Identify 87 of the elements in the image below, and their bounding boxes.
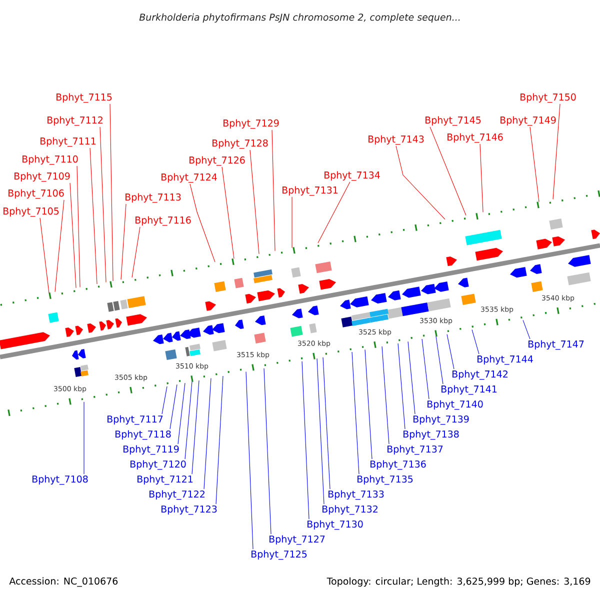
leader-line [480,144,484,212]
leader-line [250,150,260,254]
gene-label: Bphyt_7116 [136,216,191,226]
leader-line [302,361,310,520]
leader-line [90,148,98,284]
leader-line [522,320,530,340]
gene-label: Bphyt_7124 [162,173,217,183]
gene-label: Bphyt_7108 [32,475,88,485]
leader-line [54,200,64,292]
leader-line [316,358,324,504]
gene-label: Bphyt_7143 [368,135,424,145]
leader-line [192,380,200,474]
gene-label: Bphyt_7131 [282,186,338,196]
gene-label: Bphyt_7138 [404,430,459,440]
leader-line [318,182,350,244]
leader-line [190,184,216,262]
title: Burkholderia phytofirmans PsJN chromosome 2, complete sequen... [139,13,460,23]
leader-line [76,166,80,288]
accession-text: Accession: NC_010676 [9,577,118,587]
gene-label: Bphyt_7125 [252,550,307,560]
gene-label: Bphyt_7147 [528,340,584,350]
gene-label: Bphyt_7123 [162,505,217,515]
gene-label: Bphyt_7119 [124,445,179,455]
gene-label: Bphyt_7137 [388,445,443,455]
gene-label: Bphyt_7135 [358,475,413,485]
leader-line [204,378,212,490]
leader-line [446,334,454,370]
gene-label: Bphyt_7132 [322,505,378,515]
leader-line [398,343,406,430]
gene-label: Bphyt_7140 [428,400,483,410]
gene-label: Bphyt_7134 [324,171,380,181]
leader-line [472,329,480,354]
gene-label: Bphyt_7133 [328,490,384,500]
leader-line [170,384,178,430]
gene-label: Bphyt_7136 [370,460,426,470]
leader-line [530,126,540,202]
leader-line [162,386,168,414]
gene-label: Bphyt_7109 [14,172,70,182]
gene-label: Bphyt_7139 [414,415,469,425]
gene-label: Bphyt_7146 [448,133,503,143]
leader-line [396,146,446,220]
leader-line [110,104,114,282]
leader-line [216,376,224,504]
gene-label: Bphyt_7105 [4,207,59,217]
gene-label: Bphyt_7144 [478,355,533,365]
gene-label: Bphyt_7106 [8,189,64,199]
gene-label: Bphyt_7112 [48,116,102,126]
leader-line [100,126,106,283]
gene-label: Bphyt_7118 [116,430,171,440]
gene-label: Bphyt_7128 [212,139,268,149]
leader-line [70,182,76,288]
leader-line [430,126,466,216]
leader-line [184,382,192,460]
leader-line [352,352,360,474]
gene-label: Bphyt_7111 [40,137,96,147]
leader-line [132,226,140,278]
gene-label: Bphyt_7110 [22,155,78,165]
gene-label: Bphyt_7129 [224,119,279,129]
leader-line [552,104,560,200]
leader-line [382,346,390,444]
gene-label: Bphyt_7113 [126,193,181,203]
gene-label: Bphyt_7120 [130,460,186,470]
leader-line [222,166,234,259]
leader-line [40,218,50,294]
leader-line [264,368,272,534]
leader-line [436,336,444,384]
leader-line [322,357,330,490]
gene-label: Bphyt_7122 [150,490,204,500]
leader-line [246,371,254,550]
gene-label: Bphyt_7126 [190,156,245,166]
gene-label: Bphyt_7142 [452,370,508,380]
leader-line [120,204,126,280]
gene-label: Bphyt_7127 [270,535,325,545]
gene-label: Bphyt_7141 [442,385,497,395]
gene-label: Bphyt_7130 [308,520,363,530]
gene-label: Bphyt_7150 [520,93,576,103]
gene-label: Bphyt_7145 [426,116,481,126]
genome-summary-text: Topology: circular; Length: 3,625,999 bp; Genes: 3,169 [326,577,590,587]
leader-line [408,341,416,414]
gene-label: Bphyt_7117 [108,415,163,425]
gene-label: Bphyt_7149 [500,116,556,126]
leader-line [272,130,276,252]
leader-line [364,349,372,460]
gene-label: Bphyt_7115 [56,93,112,103]
gene-label: Bphyt_7121 [138,475,193,485]
leader-line [178,382,186,444]
leader-line [422,338,430,400]
